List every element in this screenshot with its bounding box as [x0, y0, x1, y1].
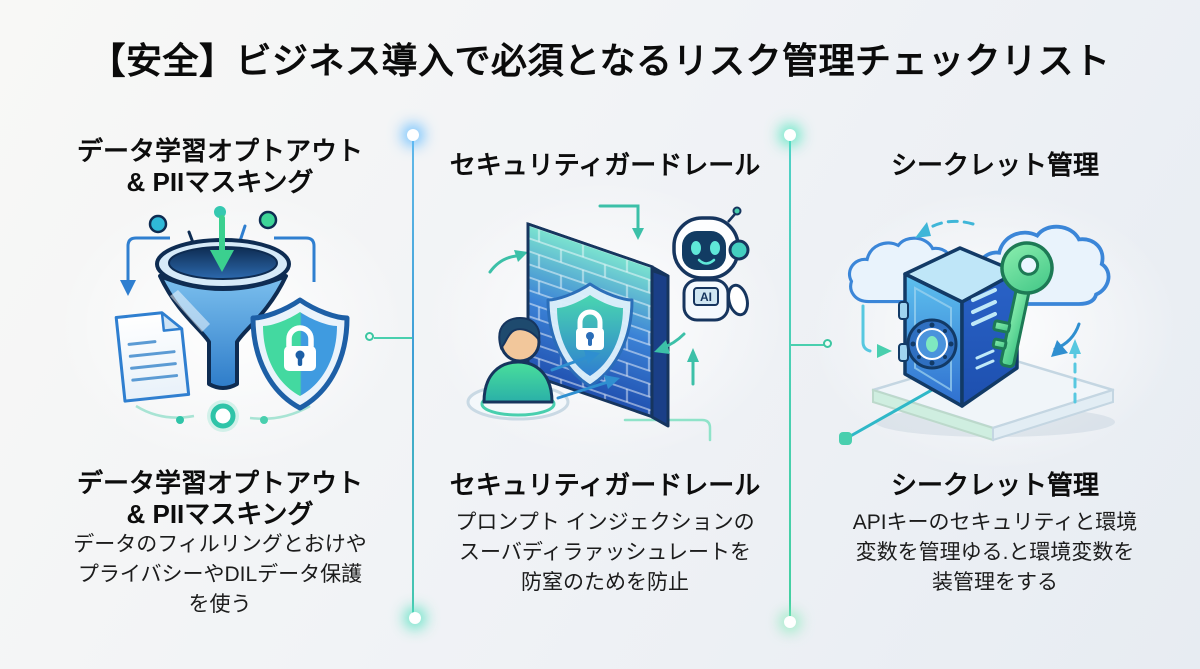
- column3-top-heading: シークレット管理: [890, 150, 1099, 180]
- dashed-arrow-icon: [861, 219, 1081, 404]
- page-title: 【安全】ビジネス導入で必須となるリスク管理チェックリスト: [89, 40, 1111, 81]
- flow-bracket-right: [274, 236, 316, 282]
- vault-scene-svg: [839, 219, 1115, 445]
- divider-branch-ring: [365, 332, 374, 341]
- shield-lock-icon: [250, 297, 350, 411]
- secret-vault-illustration: [807, 188, 1183, 472]
- column1-bottom-heading: データ学習オプトアウト & PIIマスキング: [76, 468, 363, 529]
- divider-glow-node-top: [784, 129, 796, 141]
- ai-robot-icon: AI: [672, 206, 750, 322]
- flow-arrow-icon: [488, 204, 712, 442]
- data-filter-illustration: [52, 184, 408, 468]
- column2-description: プロンプト インジェクションの スーバディラァッシュレートを 防窒のためを防止: [455, 511, 755, 595]
- robot-ai-label: AI: [700, 290, 712, 304]
- column2-bottom-heading: セキュリティガードレール: [449, 470, 761, 500]
- connector-node: [839, 432, 852, 445]
- shield-lock-icon: [546, 282, 634, 388]
- divider-line: [789, 136, 791, 622]
- document-icon: [114, 311, 191, 403]
- funnel-scene-svg: [114, 206, 350, 432]
- flow-bracket-left: [126, 236, 170, 280]
- divider-branch: [374, 337, 412, 339]
- divider-glow-node-bottom: [784, 616, 796, 628]
- divider-branch: [791, 344, 825, 346]
- column3-bottom-heading: シークレット管理: [890, 470, 1099, 500]
- column3-description: APIキーのセキュリティと環境 変数を管理ゆる.と環境変数を 装管理をする: [852, 511, 1138, 595]
- divider-line: [412, 136, 414, 618]
- platform-icon: [871, 352, 1115, 442]
- column1-description: データのフィルリングとおけや プライバシーやDILデータ保護 を使う: [73, 533, 367, 617]
- funnel-icon: [155, 215, 291, 390]
- divider-glow-node-bottom: [409, 612, 421, 624]
- column2-top-heading: セキュリティガードレール: [449, 150, 761, 180]
- guardrail-illustration: AI: [422, 178, 788, 462]
- user-icon: [466, 316, 570, 421]
- flow-arrow-icon: [550, 332, 699, 400]
- output-node-icon: [135, 400, 311, 432]
- divider-branch-ring: [823, 339, 832, 348]
- key-icon: [991, 241, 1054, 369]
- wall-scene-svg: AI: [466, 204, 750, 442]
- safe-vault-icon: [898, 246, 1019, 408]
- divider-glow-node-top: [407, 129, 419, 141]
- down-arrowhead-icon: [120, 280, 136, 296]
